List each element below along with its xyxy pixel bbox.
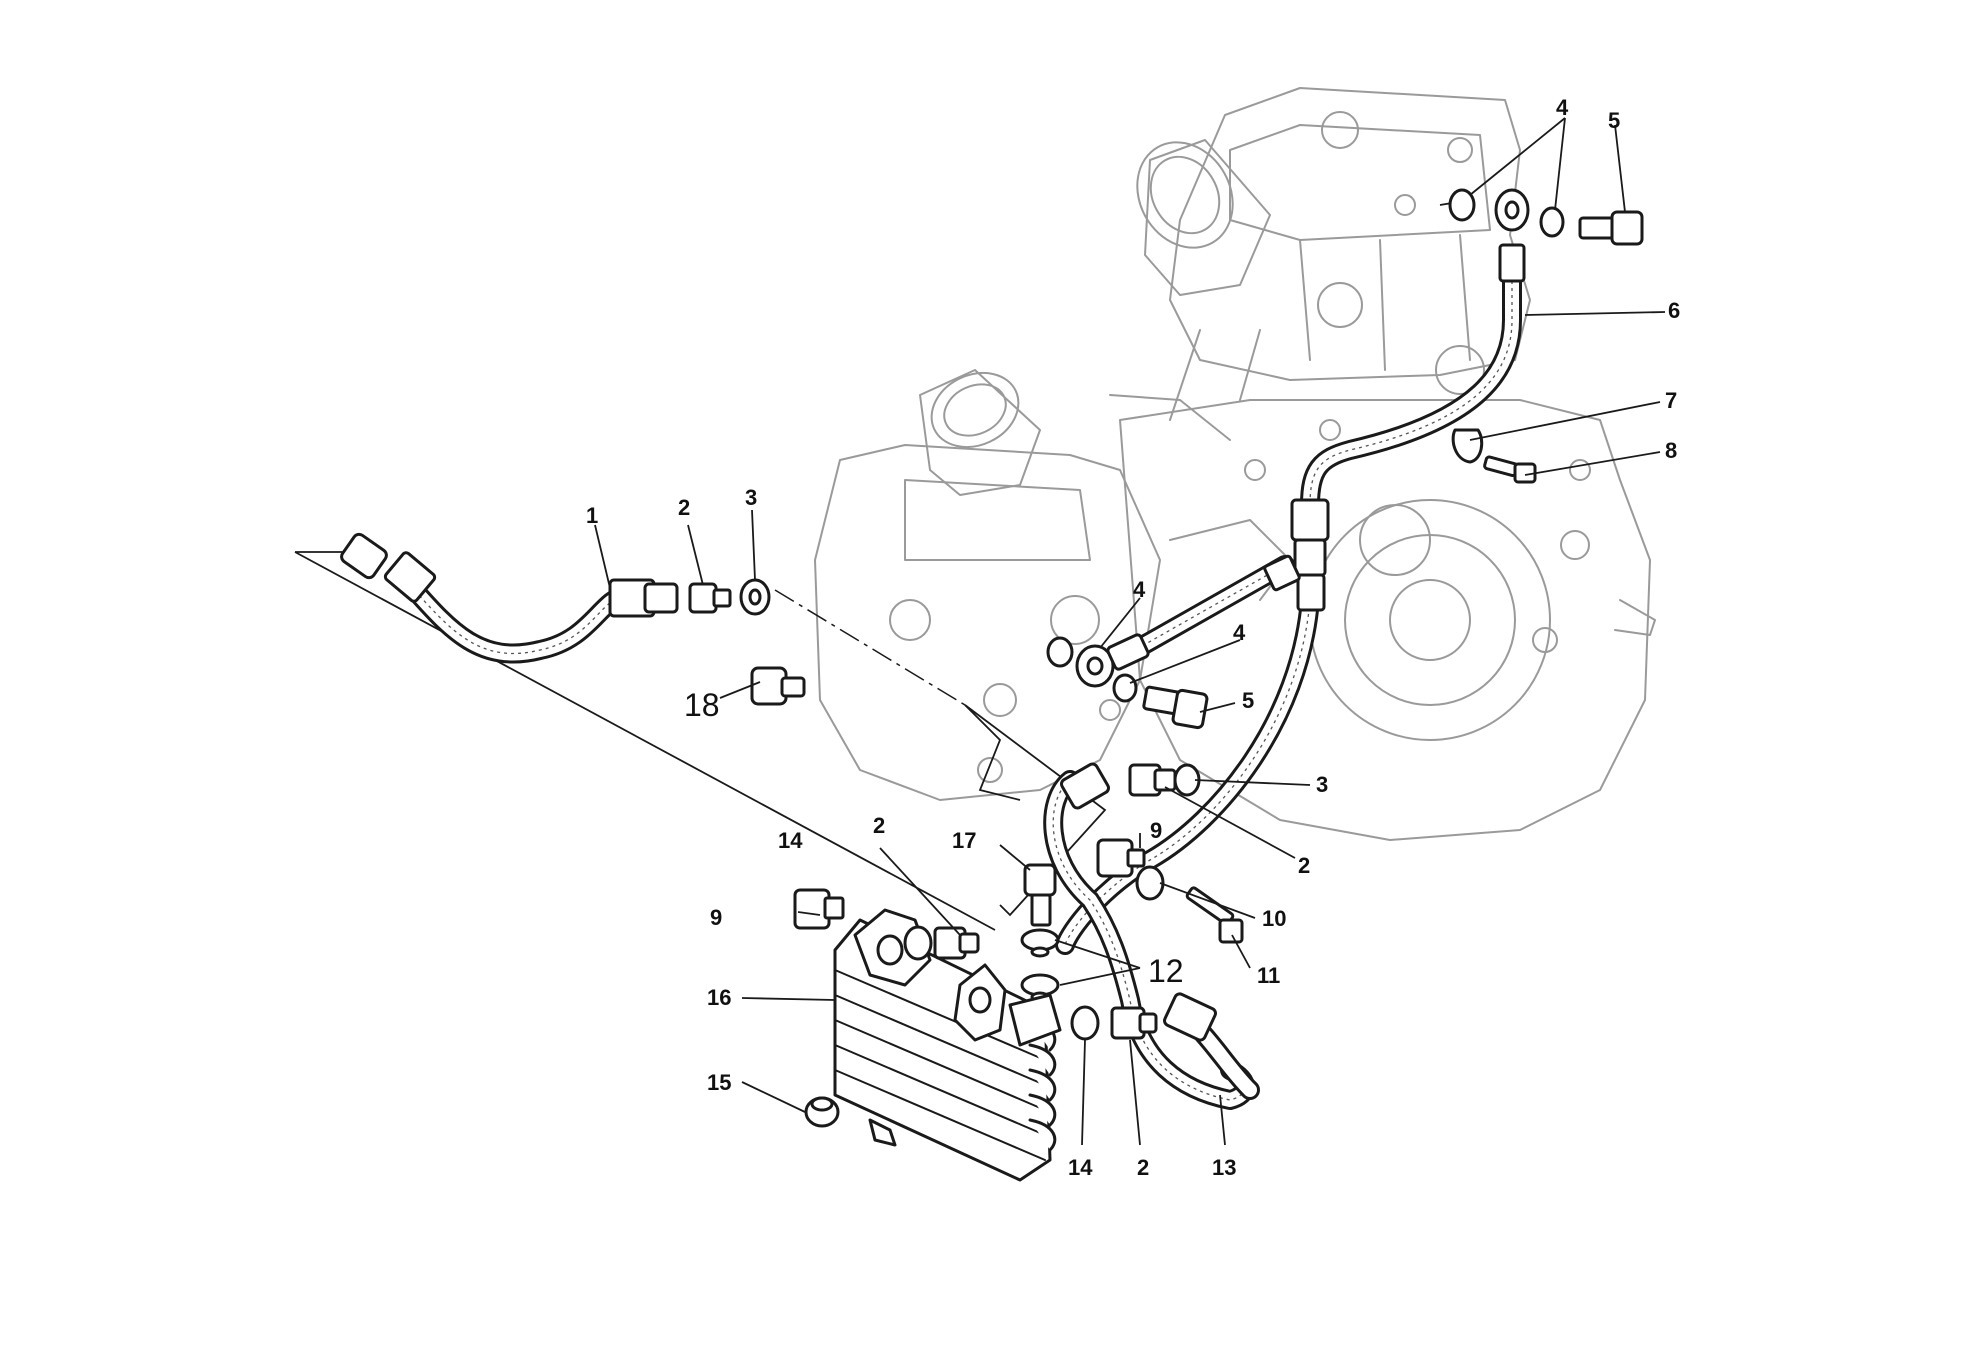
leader-lines (594, 117, 1666, 1146)
callout-14-lower: 14 (1068, 1155, 1093, 1180)
callout-labels: 1 2 3 4 5 6 7 8 4 4 5 18 3 2 9 10 11 12 … (586, 95, 1680, 1180)
callout-3: 3 (745, 485, 757, 510)
oil-hoses (400, 250, 1522, 1110)
callout-9-upper: 9 (1150, 818, 1162, 843)
callout-10: 10 (1262, 906, 1286, 931)
callout-18: 18 (684, 687, 720, 723)
callout-4-middle: 4 (1133, 577, 1146, 602)
callout-6: 6 (1668, 298, 1680, 323)
callout-13: 13 (1212, 1155, 1236, 1180)
callout-3-lower: 3 (1316, 772, 1328, 797)
callout-5: 5 (1608, 108, 1620, 133)
fittings (340, 188, 1644, 1182)
callout-11: 11 (1257, 963, 1280, 988)
callout-12: 12 (1148, 953, 1184, 989)
callout-2-right: 2 (1298, 853, 1310, 878)
callout-5-middle: 5 (1242, 688, 1254, 713)
callout-2: 2 (678, 495, 690, 520)
oil-cooler (833, 908, 1062, 1182)
callout-9-lower: 9 (710, 905, 722, 930)
callout-17: 17 (952, 828, 976, 853)
callout-14-upper: 14 (778, 828, 803, 853)
callout-7: 7 (1665, 388, 1677, 413)
callout-2-cooler: 2 (873, 813, 885, 838)
callout-8: 8 (1665, 438, 1677, 463)
callout-4: 4 (1556, 95, 1569, 120)
callout-16: 16 (707, 985, 731, 1010)
callout-15: 15 (707, 1070, 731, 1095)
callout-4-lower: 4 (1233, 620, 1246, 645)
callout-1: 1 (586, 503, 598, 528)
callout-2-lower: 2 (1137, 1155, 1149, 1180)
